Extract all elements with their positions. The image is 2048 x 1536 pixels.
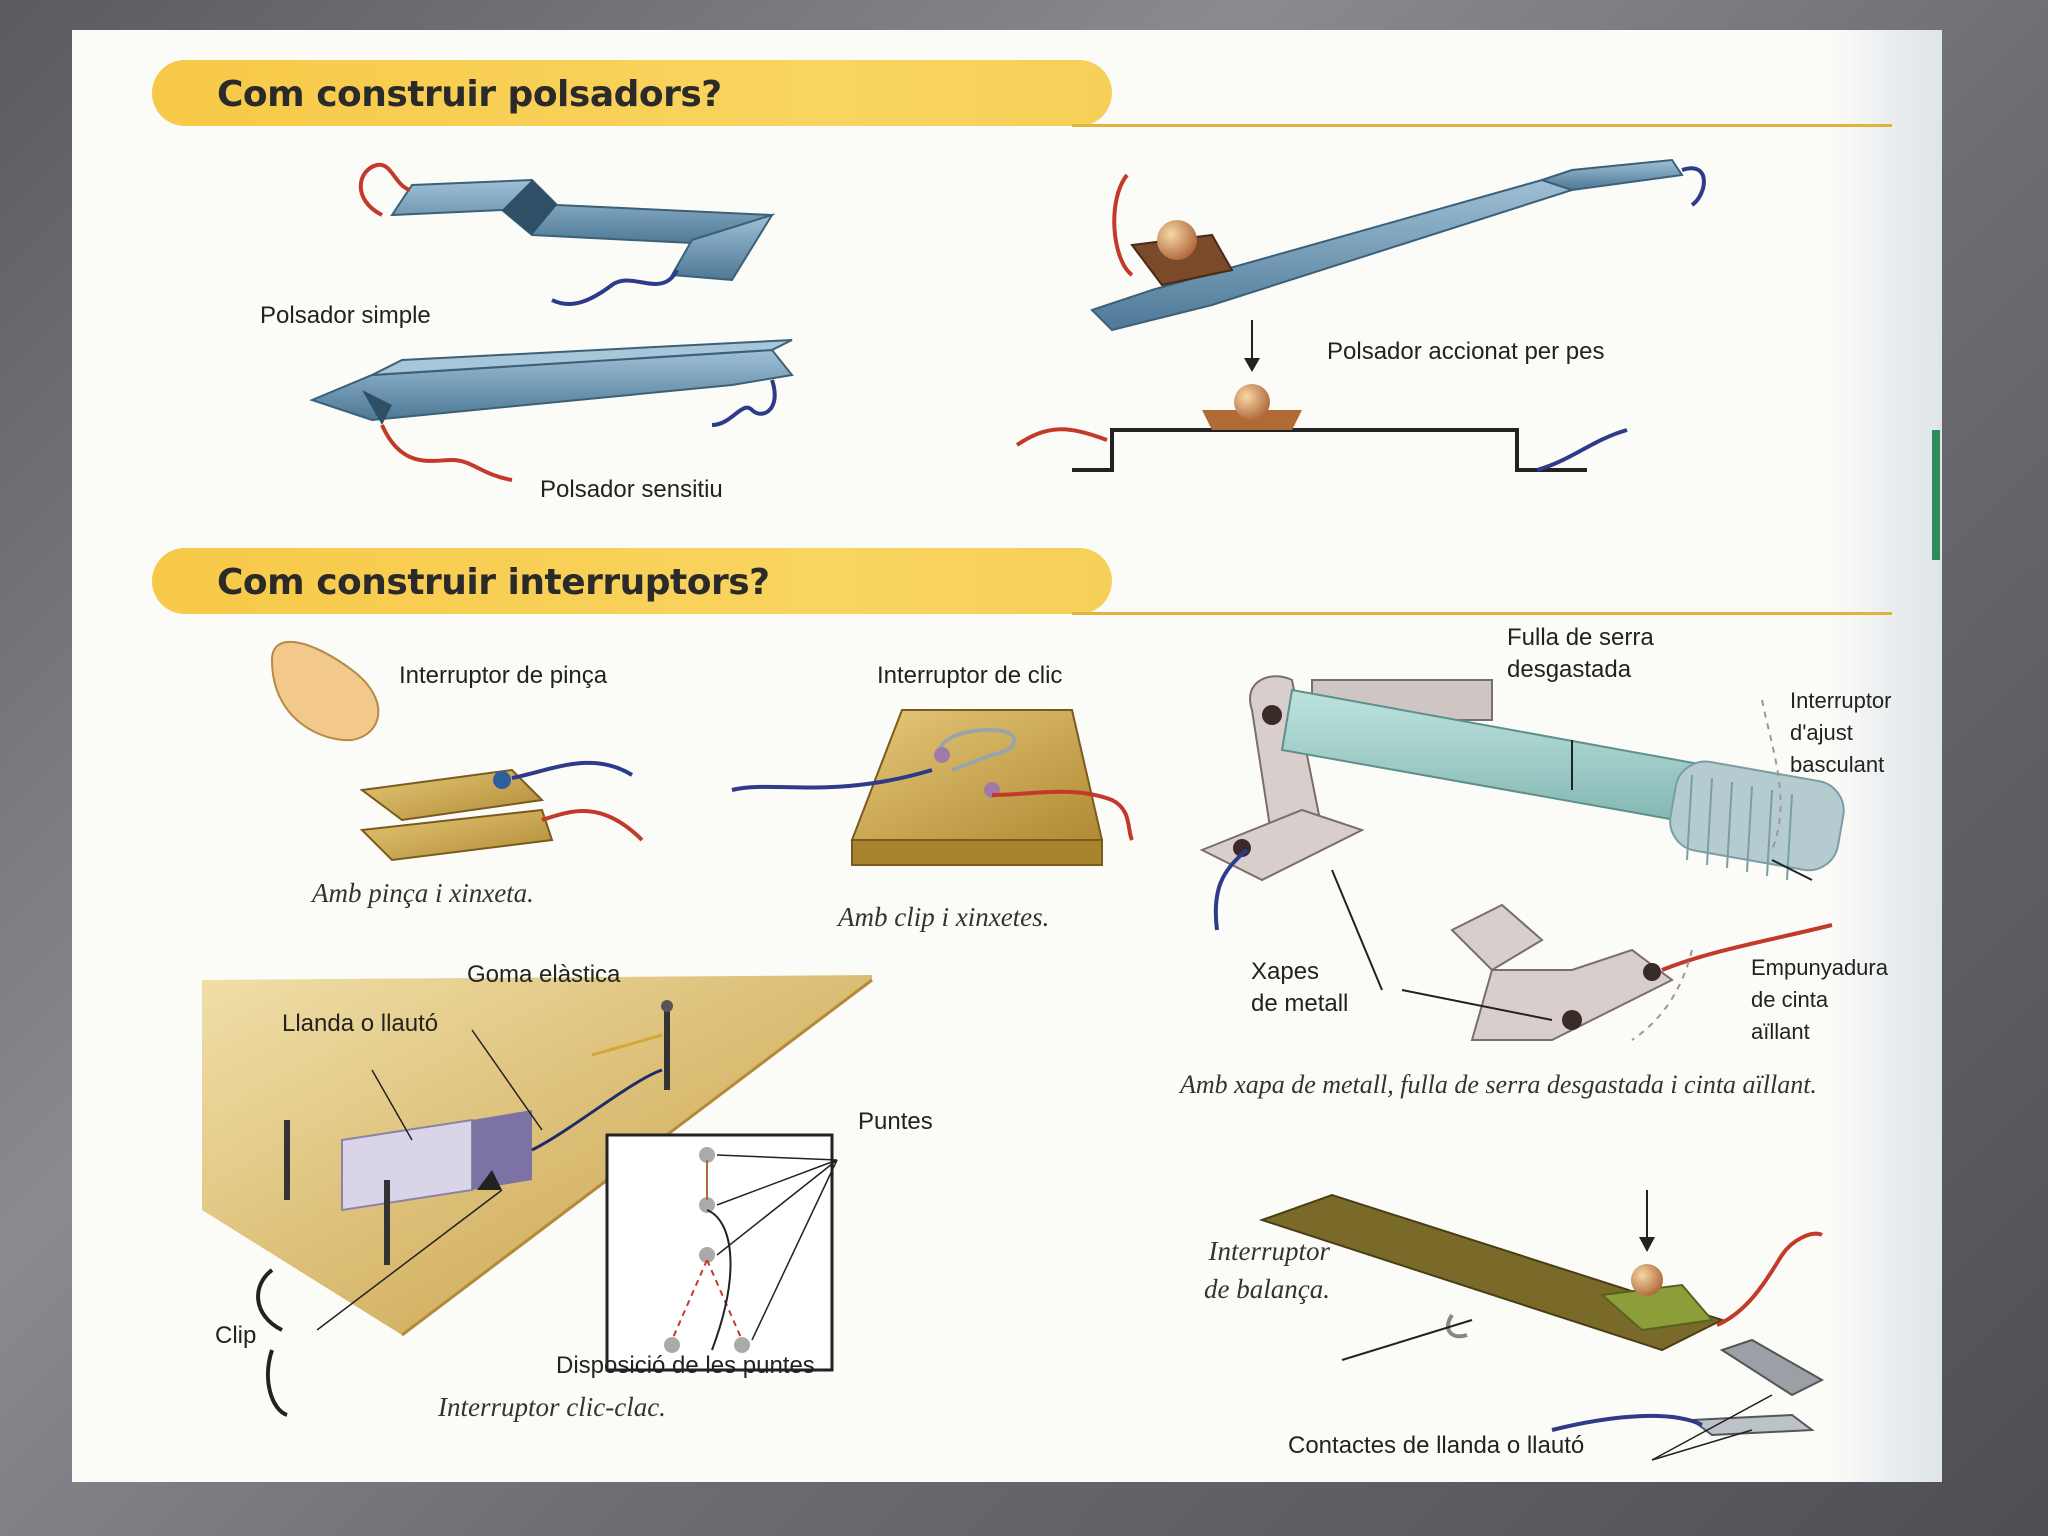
label-contacts: Contactes de llanda o llautó xyxy=(1288,1432,1585,1459)
textbook-page: Com construir polsadors? Com construir i… xyxy=(72,30,1942,1482)
label-tape-handle: Empunyadura de cinta aïllant xyxy=(1751,955,1888,1044)
section-title-pushbuttons: Com construir polsadors? xyxy=(217,74,722,115)
caption-tilt-switch: Amb xapa de metall, fulla de serra desga… xyxy=(1180,1070,1817,1099)
weight-pushbutton-drawing xyxy=(1015,158,1706,472)
tilt-switch-drawing xyxy=(1199,675,1845,1041)
section-rule xyxy=(1072,612,1892,615)
section-rule xyxy=(1072,124,1892,127)
label-tin-brass: Llanda o llautó xyxy=(282,1010,439,1037)
balance-switch-drawing xyxy=(1258,1190,1825,1461)
label-simple-pushbutton: Polsador simple xyxy=(260,302,431,329)
clothespin-switch-drawing xyxy=(270,640,644,862)
label-elastic-band: Goma elàstica xyxy=(467,961,621,988)
caption-balance-switch: Interruptor de balança. xyxy=(1204,1236,1330,1304)
section-banner-switches xyxy=(152,548,1112,614)
label-weight-pushbutton: Polsador accionat per pes xyxy=(1327,338,1605,365)
caption-clothespin-switch: Amb pinça i xinxeta. xyxy=(312,878,534,908)
label-clip: Clip xyxy=(215,1322,257,1349)
illustrations xyxy=(202,158,1845,1461)
label-saw-blade: Fulla de serra desgastada xyxy=(1507,624,1654,683)
section-title-switches: Com construir interruptors? xyxy=(217,562,770,603)
caption-clip-switch: Amb clip i xinxetes. xyxy=(838,902,1050,932)
label-clothespin-switch: Interruptor de pinça xyxy=(399,662,608,689)
insulating-tape-handle xyxy=(1669,760,1845,881)
simple-pushbutton-drawing xyxy=(358,162,775,306)
label-tilt-switch: Interruptor d'ajust basculant xyxy=(1790,688,1892,777)
clicclac-switch-drawing xyxy=(202,975,873,1417)
sensitive-pushbutton-drawing xyxy=(309,339,794,482)
label-sensitive-pushbutton: Polsador sensitiu xyxy=(540,476,723,503)
clip-switch-drawing xyxy=(731,709,1134,866)
caption-clicclac-switch: Interruptor clic-clac. xyxy=(438,1392,666,1422)
next-page-edge xyxy=(1832,30,1942,1482)
page-edge-marker xyxy=(1932,430,1940,560)
label-clip-switch: Interruptor de clic xyxy=(877,662,1063,689)
label-pins: Puntes xyxy=(858,1108,933,1135)
section-banner-pushbuttons xyxy=(152,60,1112,126)
label-pin-layout: Disposició de les puntes xyxy=(556,1352,815,1379)
label-metal-plates: Xapes de metall xyxy=(1251,958,1349,1017)
